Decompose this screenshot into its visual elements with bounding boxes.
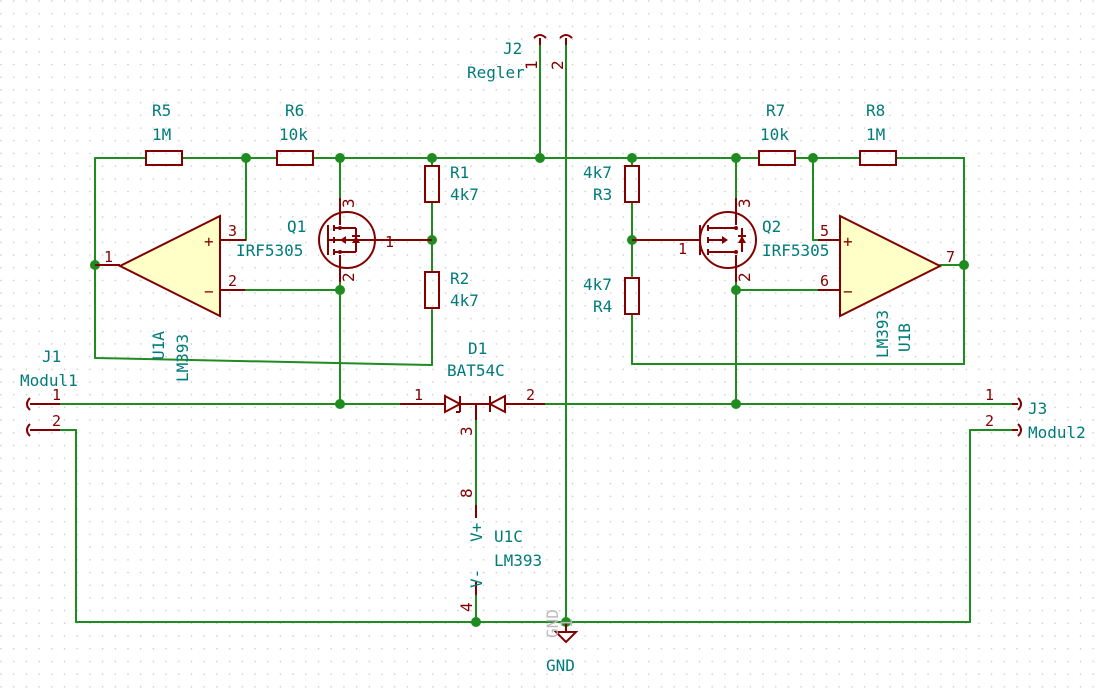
u1a-inn-pin: 2 (228, 272, 237, 290)
q1-gate-pin: 1 (385, 233, 394, 251)
d1-ref: D1 (468, 339, 487, 358)
u1c-vn-label: V- (467, 569, 486, 588)
u1a-minus-sign: − (204, 282, 214, 301)
mosfet-q2[interactable]: Q2 IRF5305 1 3 2 (632, 198, 829, 282)
resistor-r5[interactable]: R5 1M (145, 101, 183, 166)
resistor-r2[interactable]: R2 4k7 (424, 269, 479, 310)
q2-value: IRF5305 (762, 241, 829, 260)
j2-pin2-number: 2 (548, 60, 567, 70)
r3-ref: R3 (593, 185, 612, 204)
q2-drain-pin: 2 (735, 272, 754, 282)
r2-value: 4k7 (450, 291, 479, 310)
u1c-ref: U1C (494, 527, 523, 546)
u1a-plus-sign: + (204, 232, 214, 251)
u1c-vp-pin: 8 (457, 488, 476, 498)
r4-ref: R4 (593, 297, 612, 316)
r6-ref: R6 (285, 101, 304, 120)
d1-pin3: 3 (457, 426, 476, 436)
resistor-r8[interactable]: R8 1M (859, 101, 897, 166)
r1-value: 4k7 (450, 185, 479, 204)
u1c-vn-pin: 4 (457, 602, 476, 612)
u1b-inn-pin: 6 (820, 272, 829, 290)
comparator-u1a[interactable]: + − 1 3 2 U1A LM393 (95, 214, 246, 382)
u1b-ref: U1B (895, 323, 914, 352)
u1b-plus-sign: + (843, 232, 853, 251)
u1a-inp-pin: 3 (228, 222, 237, 240)
q2-source-pin: 3 (735, 198, 754, 208)
gnd-label: GND (546, 656, 575, 675)
u1b-inp-pin: 5 (820, 222, 829, 240)
d1-pin1: 1 (414, 386, 423, 404)
j1-pin1-number: 1 (52, 386, 61, 404)
diode-d1[interactable]: D1 BAT54C 1 2 3 (400, 339, 545, 436)
connector-j3[interactable]: J3 Modul2 1 2 (985, 386, 1086, 442)
resistor-r6[interactable]: R6 10k (276, 101, 314, 166)
r5-value: 1M (152, 125, 171, 144)
d1-value: BAT54C (447, 361, 505, 380)
r3-value: 4k7 (583, 163, 612, 182)
j3-value: Modul2 (1028, 423, 1086, 442)
u1b-minus-sign: − (843, 282, 853, 301)
r4-value: 4k7 (583, 275, 612, 294)
j2-value: Regler (467, 63, 525, 82)
j2-pin1-number: 1 (522, 60, 541, 70)
q1-source-pin: 3 (339, 198, 358, 208)
gnd-symbol[interactable]: GND GND 1 (543, 609, 579, 675)
r7-value: 10k (760, 125, 789, 144)
comparator-u1b[interactable]: + − 7 5 6 LM393 U1B (818, 214, 955, 358)
resistor-r1[interactable]: R1 4k7 (424, 163, 479, 204)
connector-j1[interactable]: J1 Modul1 1 2 (20, 347, 78, 437)
q1-ref: Q1 (287, 217, 306, 236)
r8-value: 1M (866, 125, 885, 144)
j3-pin1-number: 1 (985, 386, 994, 404)
u1b-value: LM393 (873, 310, 892, 358)
q2-gate-pin: 1 (678, 240, 687, 258)
r1-ref: R1 (450, 163, 469, 182)
q1-value: IRF5305 (236, 241, 303, 260)
resistor-r7[interactable]: R7 10k (758, 101, 796, 166)
q2-ref: Q2 (762, 217, 781, 236)
u1a-out-pin: 1 (104, 248, 113, 266)
comparator-u1c-power[interactable]: 8 4 V+ V- U1C LM393 (457, 488, 542, 612)
resistor-r3[interactable]: 4k7 R3 (583, 163, 640, 204)
j2-ref: J2 (503, 39, 522, 58)
r6-value: 10k (279, 125, 308, 144)
j1-ref: J1 (42, 347, 61, 366)
u1b-out-pin: 7 (946, 248, 955, 266)
j1-pin2-number: 2 (52, 412, 61, 430)
j3-pin2-number: 2 (985, 412, 994, 430)
r7-ref: R7 (766, 101, 785, 120)
d1-pin2: 2 (526, 386, 535, 404)
mosfet-q1[interactable]: Q1 IRF5305 1 3 2 (236, 198, 432, 282)
gnd-pin-label: GND (543, 609, 562, 638)
q1-drain-pin: 2 (339, 272, 358, 282)
junctions (90, 153, 969, 627)
r8-ref: R8 (866, 101, 885, 120)
r5-ref: R5 (152, 101, 171, 120)
connector-j2[interactable]: J2 Regler 1 2 (467, 34, 573, 82)
gnd-pin-number: 1 (557, 618, 576, 628)
resistor-r4[interactable]: 4k7 R4 (583, 275, 640, 316)
u1c-vp-label: V+ (467, 523, 486, 542)
u1a-value: LM393 (173, 334, 192, 382)
j3-ref: J3 (1028, 399, 1047, 418)
u1a-ref: U1A (149, 331, 168, 360)
j1-value: Modul1 (20, 371, 78, 390)
u1c-value: LM393 (494, 551, 542, 570)
r2-ref: R2 (450, 269, 469, 288)
